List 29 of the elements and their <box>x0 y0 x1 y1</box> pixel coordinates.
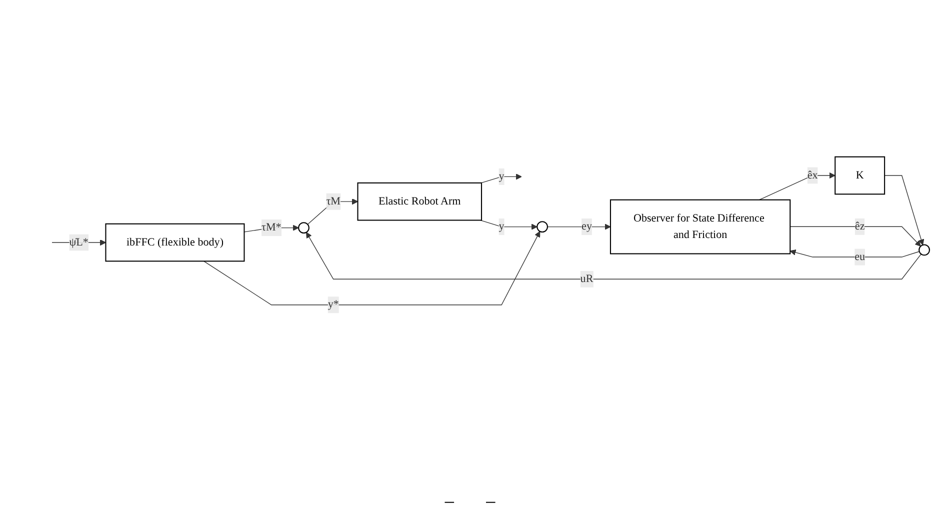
edge-label: y <box>498 220 504 232</box>
edge-label: eu <box>854 250 866 263</box>
node-box: Elastic Robot Arm <box>357 182 482 221</box>
edge-label: τM* <box>262 222 282 234</box>
edge-label: ψ̇L* <box>69 236 88 248</box>
edge-label: y* <box>328 298 339 310</box>
node-circle <box>918 244 930 256</box>
node-box: Observer for State Difference and Friction <box>610 199 791 254</box>
edge-label: τM <box>326 195 340 208</box>
minus-sign: − <box>485 492 496 515</box>
arrow <box>758 172 836 200</box>
arrow <box>790 249 920 258</box>
node-circle <box>298 222 310 234</box>
node-circle <box>536 221 548 232</box>
arrow <box>306 232 922 280</box>
arrow <box>52 239 106 246</box>
node-box: ibFFC (flexible body) <box>105 223 245 262</box>
arrow <box>884 175 924 246</box>
arrow <box>790 226 921 246</box>
edge-label: y <box>498 170 504 182</box>
node-box: K <box>834 156 886 195</box>
arrow <box>203 231 540 306</box>
minus-sign: − <box>444 492 455 515</box>
edge-label: ey <box>582 220 592 232</box>
edge-label: êz <box>854 220 865 232</box>
edge-label: uR <box>580 272 594 285</box>
arrow <box>480 220 538 230</box>
arrow <box>480 174 522 184</box>
edge-label: êx <box>807 169 818 182</box>
